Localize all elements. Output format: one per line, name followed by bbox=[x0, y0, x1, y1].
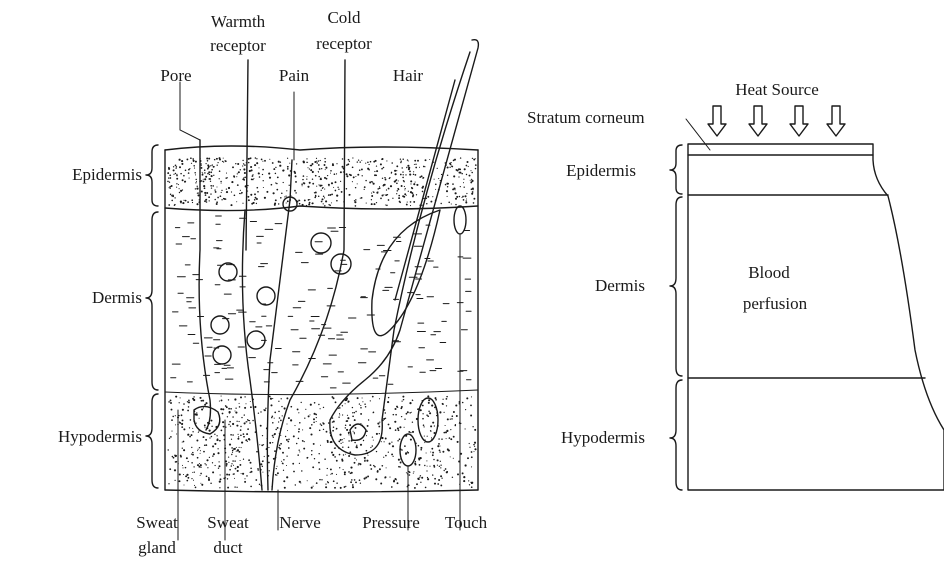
hypodermis-brace bbox=[146, 394, 158, 488]
label-hypodermis: Hypodermis bbox=[58, 427, 142, 446]
warmth-receptor-leader bbox=[246, 60, 248, 250]
epidermis-dermis-boundary bbox=[165, 206, 478, 211]
epidermis-brace bbox=[146, 145, 158, 206]
receptor-circle-5 bbox=[213, 346, 231, 364]
tissue-block-outline bbox=[688, 144, 944, 490]
label-sweat-gland-line1: Sweat bbox=[136, 513, 178, 532]
label-warmth-receptor-line2: receptor bbox=[210, 36, 266, 55]
skin-cross-section-illustration bbox=[165, 40, 478, 540]
skin-surface-line bbox=[165, 146, 478, 150]
label-epidermis-right: Epidermis bbox=[566, 161, 636, 180]
label-hair: Hair bbox=[393, 66, 424, 85]
label-stratum-corneum: Stratum corneum bbox=[527, 108, 645, 127]
cold-receptor-bulb bbox=[311, 233, 331, 253]
label-sweat-duct-line2: duct bbox=[213, 538, 243, 557]
label-pore: Pore bbox=[160, 66, 191, 85]
label-sweat-duct-line1: Sweat bbox=[207, 513, 249, 532]
hypodermis-brace-right bbox=[670, 380, 682, 490]
heat-arrow-1 bbox=[708, 106, 726, 136]
stratum-corneum-leader bbox=[686, 119, 710, 150]
label-pressure: Pressure bbox=[362, 513, 420, 532]
label-hypodermis-right: Hypodermis bbox=[561, 428, 645, 447]
right-panel-labels: Heat Source Stratum corneum Epidermis De… bbox=[527, 80, 819, 447]
label-cold-receptor-line2: receptor bbox=[316, 34, 372, 53]
label-nerve: Nerve bbox=[279, 513, 321, 532]
heat-arrow-3 bbox=[790, 106, 808, 136]
epidermis-brace-right bbox=[670, 145, 682, 194]
heat-arrows bbox=[708, 106, 845, 136]
pore-leader bbox=[180, 82, 200, 140]
label-dermis: Dermis bbox=[92, 288, 142, 307]
label-pain: Pain bbox=[279, 66, 310, 85]
dermis-hypodermis-boundary bbox=[165, 390, 478, 395]
label-touch: Touch bbox=[445, 513, 488, 532]
receptor-circle-1 bbox=[219, 263, 237, 281]
label-blood-perfusion-line2: perfusion bbox=[743, 294, 808, 313]
sweat-duct-line bbox=[199, 140, 210, 430]
label-cold-receptor-line1: Cold bbox=[327, 8, 361, 27]
receptor-circle-3 bbox=[211, 316, 229, 334]
heat-arrow-2 bbox=[749, 106, 767, 136]
label-blood-perfusion-line1: Blood bbox=[748, 263, 790, 282]
touch-receptor bbox=[454, 206, 466, 234]
right-layer-braces bbox=[670, 145, 682, 490]
dermis-brace bbox=[146, 212, 158, 390]
label-dermis-right: Dermis bbox=[595, 276, 645, 295]
left-layer-braces bbox=[146, 145, 158, 488]
sweat-gland-coil bbox=[194, 406, 220, 434]
pressure-corpuscle bbox=[418, 398, 438, 442]
label-sweat-gland-line2: gland bbox=[138, 538, 176, 557]
thermal-model-illustration bbox=[686, 106, 944, 490]
dermis-brace-right bbox=[670, 197, 682, 376]
heat-arrow-4 bbox=[827, 106, 845, 136]
nerve-fiber-3 bbox=[272, 60, 345, 490]
nerve-fiber-1 bbox=[242, 210, 262, 490]
hair-bulb bbox=[350, 424, 366, 440]
label-warmth-receptor-line1: Warmth bbox=[211, 12, 266, 31]
label-heat-source: Heat Source bbox=[735, 80, 819, 99]
block-bottom-edge bbox=[165, 490, 478, 492]
label-epidermis: Epidermis bbox=[72, 165, 142, 184]
receptor-circle-2 bbox=[257, 287, 275, 305]
